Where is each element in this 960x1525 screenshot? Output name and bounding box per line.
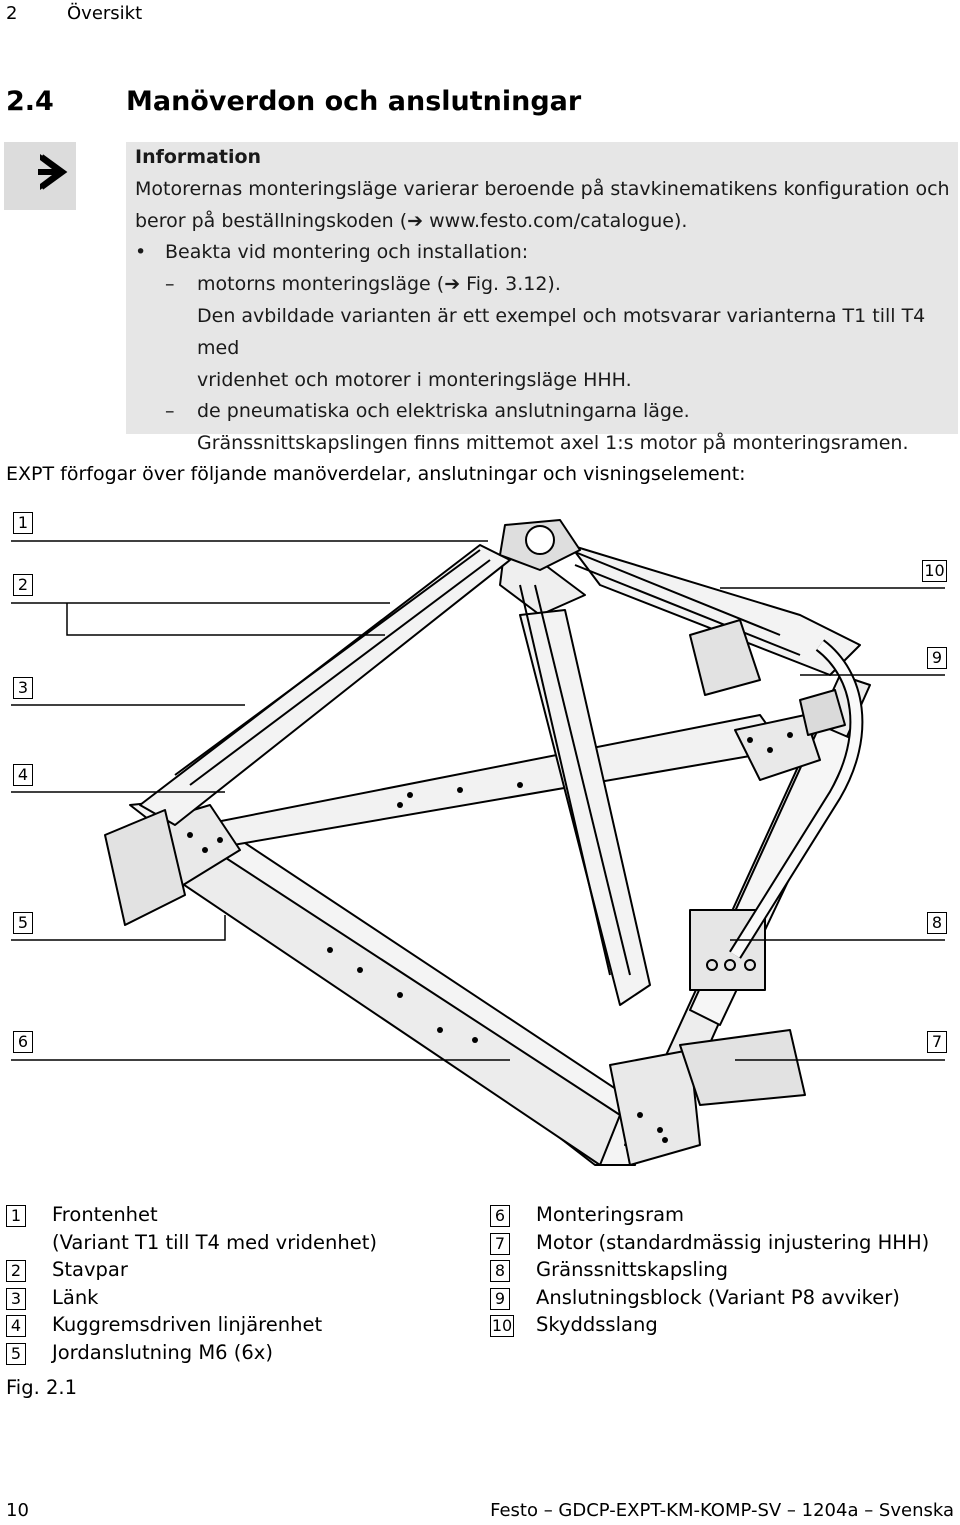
chapter-number: 2	[6, 3, 18, 24]
lead-text: EXPT förfogar över följande manöverdelar…	[6, 463, 746, 485]
info-dash-cont: Gränssnittskapslingen finns mittemot axe…	[197, 432, 909, 455]
legend-text: Motor (standardmässig injustering HHH)	[536, 1230, 930, 1254]
figure-legend: 1 Frontenhet (Variant T1 till T4 med vri…	[0, 1201, 960, 1391]
info-line: Motorernas monteringsläge varierar beroe…	[135, 177, 950, 200]
callout-4: 4	[13, 764, 33, 786]
callout-2: 2	[13, 574, 33, 596]
legend-text: Gränssnittskapsling	[536, 1258, 728, 1282]
info-heading: Information	[135, 146, 262, 168]
legend-text: Frontenhet	[52, 1203, 158, 1226]
info-dash-cont: vridenhet och motorer i monteringsläge H…	[197, 368, 632, 391]
info-dash-text: motorns monteringsläge (➔ Fig. 3.12).	[197, 273, 561, 296]
info-dash-item: – motorns monteringsläge (➔ Fig. 3.12).	[135, 269, 955, 301]
legend-text: Stavpar	[52, 1258, 128, 1282]
bolt-holes	[187, 732, 793, 1143]
legend-text: Kuggremsdriven linjärenhet	[52, 1313, 323, 1337]
legend-number: 7	[490, 1232, 510, 1255]
info-dash-item: – de pneumatiska och elektriska anslutni…	[135, 396, 955, 428]
mounting-frame	[109, 674, 871, 1166]
legend-number: 8	[490, 1260, 510, 1283]
legend-number: 4	[6, 1315, 26, 1338]
delta-robot-figure	[11, 519, 945, 1166]
callout-9: 9	[927, 647, 947, 669]
info-icon-panel	[4, 142, 76, 210]
legend-text: Länk	[52, 1285, 99, 1309]
motor	[679, 1029, 806, 1106]
dash-mark: –	[165, 273, 175, 296]
legend-text: Anslutningsblock (Variant P8 avviker)	[536, 1285, 900, 1309]
info-content: Information Motorernas monteringsläge va…	[135, 142, 955, 460]
dash-mark: –	[165, 400, 175, 423]
callout-8: 8	[927, 912, 947, 934]
info-dash-text: de pneumatiska och elektriska anslutning…	[197, 400, 690, 423]
info-bullet-text: Beakta vid montering och installation:	[165, 241, 529, 264]
section-number: 2.4	[6, 86, 54, 117]
chapter-title: Översikt	[67, 3, 143, 24]
callout-5: 5	[13, 912, 33, 934]
legend-text: Jordanslutning M6 (6x)	[52, 1341, 273, 1364]
motor	[104, 809, 186, 926]
linear-axis	[569, 544, 861, 676]
figure-caption: Fig. 2.1	[6, 1376, 78, 1399]
bullet-dot: •	[135, 241, 147, 264]
info-bullet: • Beakta vid montering och installation:	[135, 237, 955, 269]
legend-text: Skyddsslang	[536, 1313, 658, 1337]
motor	[689, 619, 761, 696]
legend-text: Monteringsram	[536, 1203, 685, 1226]
connection-block	[799, 689, 846, 736]
legend-number: 5	[6, 1343, 26, 1365]
info-dash-cont: Den avbildade varianten är ett exempel o…	[197, 304, 926, 359]
callout-1: 1	[13, 512, 33, 534]
page-number: 10	[6, 1500, 29, 1521]
mounting-plate	[609, 1049, 701, 1166]
info-box	[126, 142, 958, 434]
callout-6: 6	[13, 1031, 33, 1053]
callout-3: 3	[13, 677, 33, 699]
legend-number: 6	[490, 1205, 510, 1227]
legend-number: 2	[6, 1260, 26, 1283]
section-title: Manöverdon och anslutningar	[126, 86, 582, 117]
legend-number: 9	[490, 1287, 510, 1310]
legend-number: 10	[490, 1315, 514, 1338]
callout-10: 10	[922, 560, 947, 582]
legend-number: 3	[6, 1287, 26, 1310]
doc-reference: Festo – GDCP-EXPT-KM-KOMP-SV – 1204a – S…	[490, 1500, 954, 1521]
legend-text-cont: (Variant T1 till T4 med vridenhet)	[52, 1230, 377, 1254]
legend-number: 1	[6, 1205, 26, 1227]
leader-lines	[11, 540, 945, 1061]
mounting-plate	[734, 714, 821, 781]
callout-7: 7	[927, 1031, 947, 1053]
info-line: beror på beställningskoden (➔ www.festo.…	[135, 209, 688, 232]
arrow-right-icon	[38, 154, 68, 190]
